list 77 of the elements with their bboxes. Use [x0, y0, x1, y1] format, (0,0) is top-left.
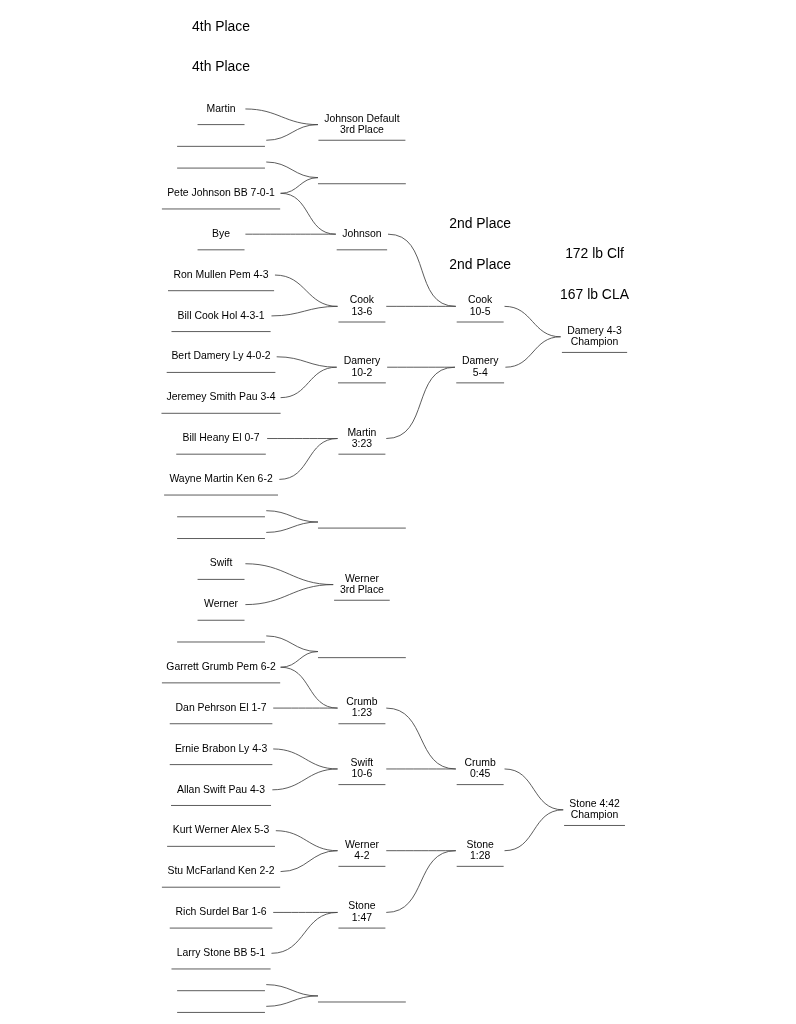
node-bar [317, 1001, 407, 1003]
connector [280, 651, 319, 668]
node-bar [176, 538, 266, 539]
node-text: Bye [212, 227, 231, 239]
node-text: Kurt Werner Alex 5-3 [172, 824, 270, 836]
connector [274, 274, 338, 307]
connector [280, 177, 319, 194]
node-text: Werner 3rd Place [339, 572, 384, 595]
label: 2nd Place [449, 255, 512, 272]
node-text: Damery 5-4 [461, 355, 499, 378]
connector [271, 768, 338, 791]
connector [271, 912, 338, 954]
node-text: Crumb 0:45 [464, 757, 496, 780]
node-text: Swift [209, 557, 233, 569]
node-bar [176, 516, 266, 518]
node-text: Martin [206, 102, 236, 114]
node-text: Rich Surdel Bar 1-6 [175, 906, 267, 918]
connector [244, 584, 334, 606]
connector [276, 356, 338, 368]
node-text: Crumb 1:23 [346, 696, 378, 719]
connector [271, 305, 338, 317]
node-text: Werner [204, 598, 239, 610]
node-text: Jeremey Smith Pau 3-4 [166, 391, 276, 403]
node-text: Stone 4:42 Champion [569, 797, 620, 821]
node-text: Damery 10-2 [343, 355, 381, 378]
node-text: Stu McFarland Ken 2-2 [167, 865, 275, 877]
connector [280, 192, 337, 235]
node-text: Cook 10-5 [468, 294, 493, 317]
connector [265, 995, 319, 1007]
connector [385, 305, 457, 307]
label: 2nd Place [449, 214, 512, 231]
node-text: Swift 10-6 [350, 757, 374, 780]
connector [504, 809, 564, 852]
node-bar [317, 527, 407, 529]
label: 167 lb CLA [560, 286, 629, 303]
connector [385, 707, 457, 770]
connector [244, 233, 337, 235]
label: 172 lb Clf [565, 245, 624, 262]
connector [272, 707, 338, 709]
connector [387, 233, 457, 307]
node-text: Dan Pehrson El 1-7 [175, 701, 267, 713]
connector [280, 366, 338, 399]
node-text: Bill Heany El 0-7 [182, 432, 260, 444]
node-bar [176, 145, 266, 147]
node-bar [317, 183, 407, 185]
connector [504, 336, 562, 368]
node-text: Damery 4-3 Champion [567, 324, 622, 348]
connector [385, 366, 456, 439]
node-text: Allan Swift Pau 4-3 [177, 783, 266, 795]
node-text: Pete Johnson BB 7-0-1 [167, 187, 275, 198]
connector [280, 850, 338, 872]
connector [385, 768, 457, 770]
node-text: Wayne Martin Ken 6-2 [169, 473, 273, 485]
node-text: Ernie Brabon Ly 4-3 [174, 742, 268, 754]
node-bar [176, 1012, 266, 1013]
node-text: Martin 3:23 [347, 426, 377, 449]
label: 4th Place [192, 17, 251, 34]
node-text: Larry Stone BB 5-1 [176, 947, 266, 958]
node-text: Garrett Grumb Pem 6-2 [166, 660, 276, 672]
node-text: Stone 1:47 [348, 900, 376, 923]
connector [278, 438, 338, 480]
connector [265, 521, 319, 533]
node-bar [176, 167, 266, 169]
connector [385, 850, 457, 913]
node-bar [317, 657, 407, 659]
node-bar [176, 641, 266, 643]
node-text: Johnson [342, 227, 382, 239]
node-text: Stone 1:28 [466, 838, 494, 862]
node-text: Johnson Default 3rd Place [324, 112, 400, 135]
node-text: Werner 4-2 [344, 838, 379, 862]
node-text: Cook 13-6 [349, 294, 375, 317]
node-text: Ron Mullen Pem 4-3 [173, 268, 269, 280]
node-bar [176, 990, 266, 992]
node-text: Bill Cook Hol 4-3-1 [177, 309, 265, 321]
label: 4th Place [192, 58, 251, 75]
connector [265, 124, 319, 141]
node-text: Bert Damery Ly 4-0-2 [171, 350, 271, 362]
